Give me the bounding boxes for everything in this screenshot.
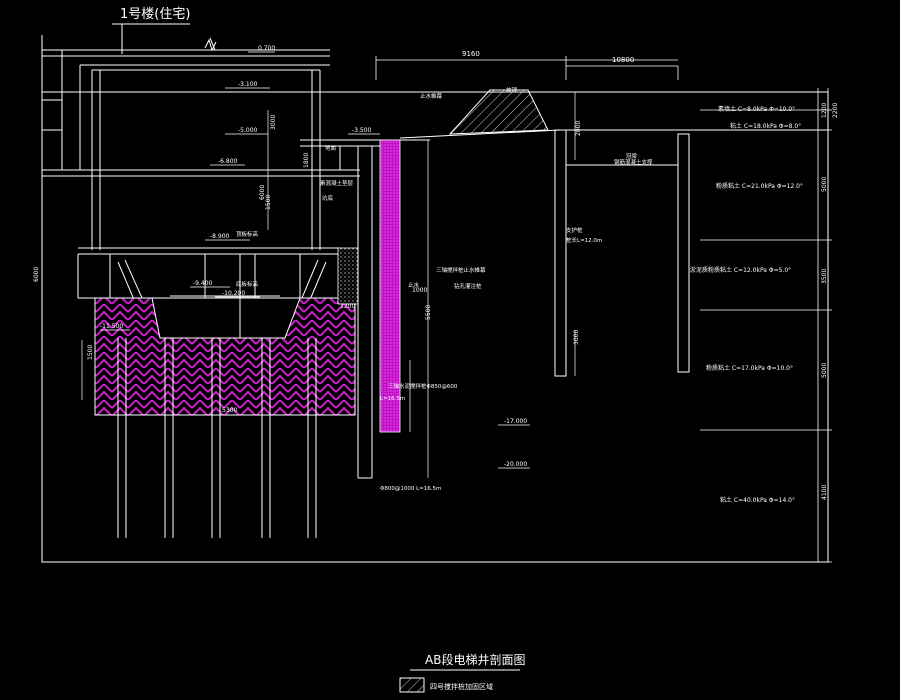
piles [117, 338, 317, 538]
elev-1: 0.700 [258, 45, 275, 52]
elev-7: -10.200 [222, 290, 245, 297]
dim-right-2: 2200 [832, 103, 839, 118]
soil-layer-1: 素填土 C=8.0kPa Φ=10.0° [718, 105, 795, 113]
support-pile-left [554, 129, 567, 377]
note-5: 坑底 [322, 194, 334, 202]
dim-misc-11: 1000 [412, 287, 427, 294]
note-15: 三轴水泥搅拌桩Φ850@600 [388, 382, 458, 390]
reinforcement-zone [94, 297, 356, 416]
soil-layer-3: 粉质粘土 C=21.0kPa Φ=12.0° [716, 182, 803, 190]
note-2: 顶板标高 [236, 230, 259, 238]
soil-layer-2: 粘土 C=18.0kPa Φ=8.0° [730, 122, 801, 130]
concrete-cushion [337, 247, 359, 305]
dim-misc-8: 2000 [575, 121, 582, 136]
support-pile-right [677, 133, 690, 373]
elevation-markers [100, 51, 530, 469]
soil-layer-4: 淤泥质粉质粘土 C=12.0kPa Φ=5.0° [690, 266, 791, 274]
top-dimensions [375, 56, 679, 80]
elev-10: -17.000 [504, 418, 527, 425]
note-13: Φ800@1000 L=16.5m [380, 486, 441, 492]
elev-3: -5.000 [238, 127, 258, 134]
dim-misc-3: 6000 [33, 267, 40, 282]
note-7: 三轴搅拌桩止水帷幕 [436, 266, 486, 274]
dim-top-left: 9160 [462, 50, 480, 58]
note-3: 底板标高 [236, 280, 259, 288]
retaining-wall [300, 139, 430, 479]
dim-right-4: 3500 [821, 269, 828, 284]
building-label: 1号楼(住宅) [120, 7, 190, 22]
note-10: 冠梁 [626, 152, 638, 160]
dim-misc-10: 3000 [573, 330, 580, 345]
legend-swatch [399, 677, 425, 693]
soil-layer-6: 粘土 C=40.0kPa Φ=14.0° [720, 496, 795, 504]
elev-5: -8.900 [210, 233, 230, 240]
dim-top-right: 10800 [612, 56, 634, 64]
dim-misc-9: 1800 [303, 153, 310, 168]
dim-misc-5: 1500 [87, 345, 94, 360]
soil-mound [448, 89, 549, 135]
note-16: L=16.5m [380, 396, 405, 402]
cement-mixing-pile [379, 139, 401, 433]
dim-right-5: 5000 [821, 363, 828, 378]
note-8: 钻孔灌注桩 [454, 282, 482, 290]
elev-11: -20.000 [504, 461, 527, 468]
soil-layer-5: 粉质粘土 C=17.0kPa Φ=10.0° [706, 364, 793, 372]
ground-line [399, 129, 828, 139]
note-12: 钢筋混凝土支撑 [614, 158, 653, 166]
right-dimensions [700, 88, 832, 563]
note-4: 素混凝土垫层 [320, 179, 354, 187]
dim-misc-1: 3000 [270, 115, 277, 130]
dim-misc-12: 6000 [259, 185, 266, 200]
elev-9: -3.500 [352, 127, 372, 134]
note-6: 止水帷幕 [420, 92, 443, 100]
note-1: 地面 [325, 144, 337, 152]
dim-misc-2: 1500 [265, 195, 272, 210]
dim-right-1: 1200 [821, 103, 828, 118]
dim-misc-7: 5500 [425, 305, 432, 320]
elev-6: -9.400 [193, 280, 213, 287]
elev-4: -6.800 [218, 158, 238, 165]
note-9: 支护桩 [566, 226, 583, 234]
drawing-title: AB段电梯井剖面图 [425, 652, 525, 667]
note-11: 坡顶 [506, 86, 518, 94]
dim-misc-4: 1200 [340, 303, 355, 310]
legend-text: 四号搅拌桩加固区域 [430, 682, 493, 691]
dim-right-6: 4100 [821, 485, 828, 500]
dim-right-3: 5000 [821, 177, 828, 192]
elev-8: -11.500 [100, 323, 123, 330]
note-14: 止水 [408, 281, 420, 289]
note-17: 桩长L=12.0m [566, 236, 602, 244]
dim-misc-6: 5300 [222, 407, 237, 414]
elev-2: -3.100 [238, 81, 258, 88]
